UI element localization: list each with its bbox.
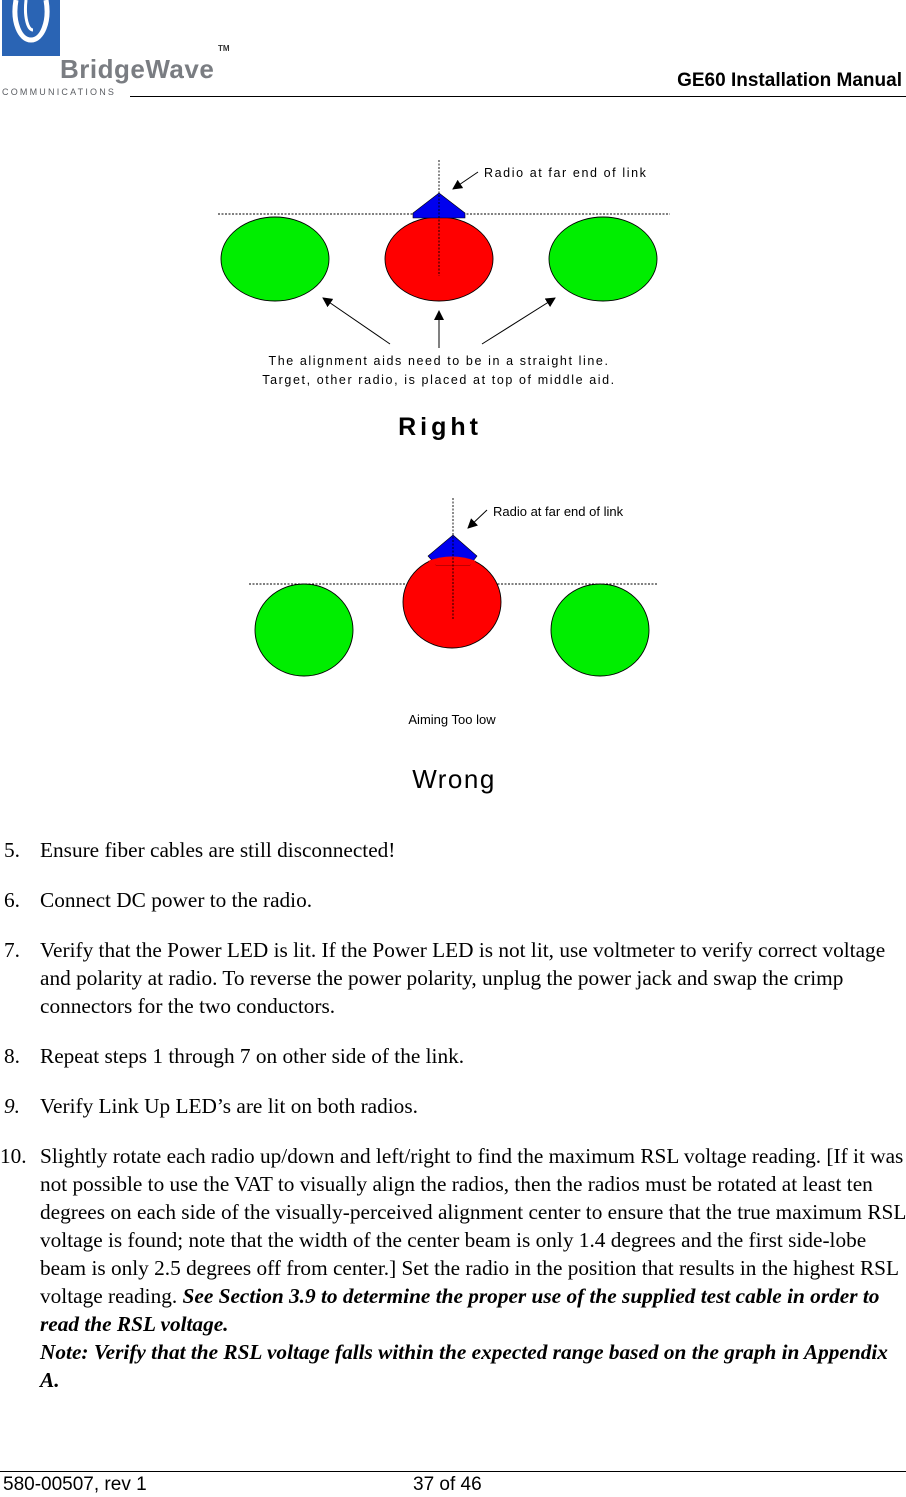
list-item: 7. Verify that the Power LED is lit. If …: [0, 936, 906, 1020]
step-note: Note: Verify that the RSL voltage falls …: [40, 1340, 888, 1392]
logo-mark-icon: [2, 0, 60, 56]
step-text: Repeat steps 1 through 7 on other side o…: [40, 1044, 465, 1068]
header-rule: [130, 96, 906, 97]
page-number: 37 of 46: [413, 1474, 482, 1495]
callout-arrow: [452, 171, 479, 190]
footer-rule: [0, 1471, 906, 1472]
step-text: Verify Link Up LED’s are lit on both rad…: [40, 1094, 418, 1118]
right-alignment-aid: [550, 583, 650, 677]
installation-steps: 5. Ensure fiber cables are still disconn…: [0, 836, 906, 1394]
arrow-to-left-aid: [322, 297, 391, 345]
list-item: 9. Verify Link Up LED’s are lit on both …: [0, 1092, 906, 1120]
step-number: 7.: [4, 938, 20, 962]
list-item: 8. Repeat steps 1 through 7 on other sid…: [0, 1042, 906, 1070]
step-emphasis: See Section 3.9 to determine the proper …: [40, 1284, 880, 1336]
step-text: Connect DC power to the radio.: [40, 888, 313, 912]
middle-alignment-aid: [402, 555, 502, 649]
callout-arrow: [467, 509, 488, 529]
arrow-to-right-aid: [481, 297, 556, 345]
step-text: Slightly rotate each radio up/down and l…: [40, 1144, 906, 1308]
document-number: 580-00507, rev 1: [3, 1474, 147, 1495]
note-label: Aiming Too low: [408, 712, 496, 727]
step-text: Ensure fiber cables are still disconnect…: [40, 838, 396, 862]
right-alignment-aid: [548, 216, 658, 302]
callout-label: Radio at far end of link: [484, 166, 647, 180]
step-number: 9.: [4, 1094, 20, 1118]
step-number: 10.: [0, 1144, 27, 1168]
step-number: 8.: [4, 1044, 20, 1068]
figure-label-right: Right: [398, 413, 482, 441]
step-number: 5.: [4, 838, 20, 862]
logo-subtitle: COMMUNICATIONS: [2, 87, 117, 97]
step-text: Verify that the Power LED is lit. If the…: [40, 938, 886, 1018]
diagram-wrong-svg: Radio at far end of link Aiming Too low …: [249, 498, 658, 794]
left-alignment-aid: [254, 583, 354, 677]
alignment-diagram-right: Radio at far end of link The alignment a…: [0, 150, 906, 450]
manual-title: GE60 Installation Manual: [677, 70, 902, 91]
logo-wordmark: BridgeWave: [60, 54, 215, 84]
logo-trademark: TM: [218, 44, 230, 53]
list-item: 6. Connect DC power to the radio.: [0, 886, 906, 914]
diagram-right-svg: Radio at far end of link The alignment a…: [218, 160, 670, 441]
list-item: 5. Ensure fiber cables are still disconn…: [0, 836, 906, 864]
list-item: 10. Slightly rotate each radio up/down a…: [0, 1142, 906, 1394]
note-line-2: Target, other radio, is placed at top of…: [262, 373, 616, 387]
note-line-1: The alignment aids need to be in a strai…: [268, 354, 609, 368]
alignment-diagram-wrong: Radio at far end of link Aiming Too low …: [0, 490, 906, 800]
left-alignment-aid: [220, 216, 330, 302]
figure-label-wrong: Wrong: [412, 764, 496, 794]
callout-label: Radio at far end of link: [493, 504, 624, 519]
target-front-overlap: [428, 556, 476, 565]
step-number: 6.: [4, 888, 20, 912]
